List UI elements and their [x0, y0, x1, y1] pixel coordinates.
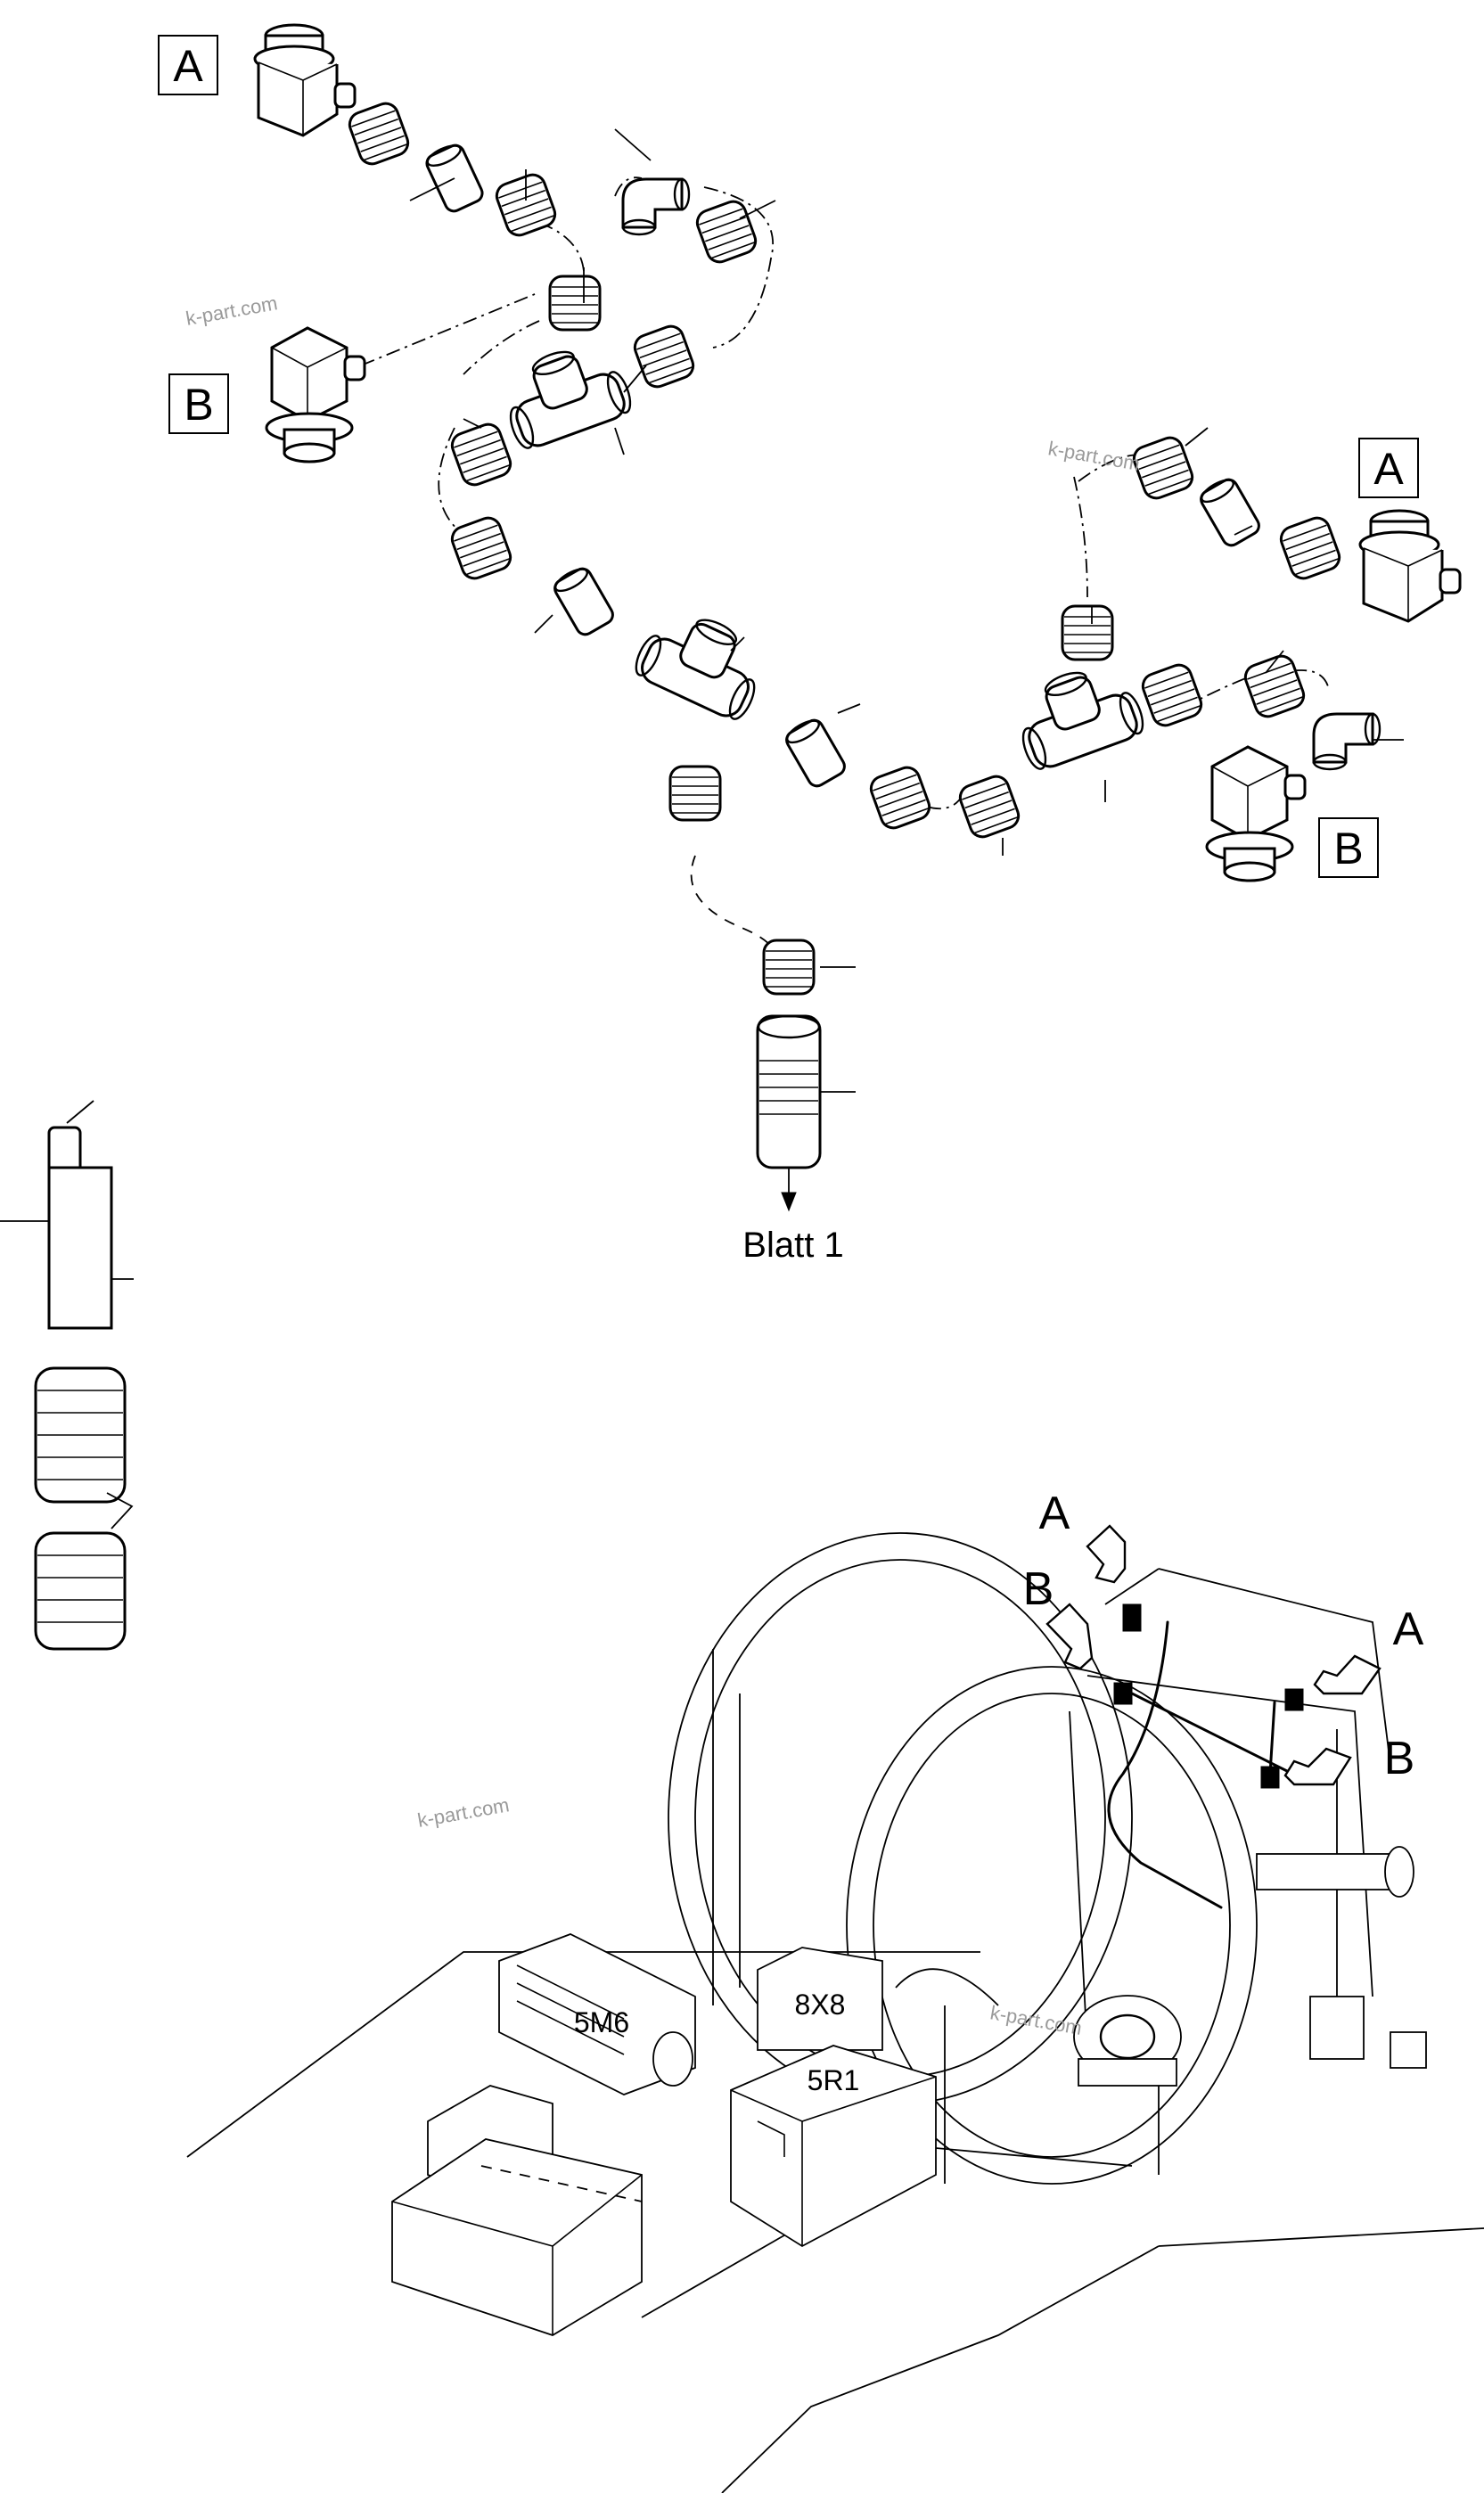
- union-nut: [955, 771, 1024, 842]
- cutting-ring-sleeve: [549, 562, 618, 639]
- union-nut: [447, 513, 516, 584]
- motor-5m6: 5M6: [498, 1933, 696, 2095]
- pressure-sensor-a: [253, 23, 357, 137]
- union-nut: [447, 419, 516, 490]
- svg-text:5M6: 5M6: [574, 2006, 629, 2038]
- callout-b-upper: B: [1023, 1563, 1054, 1615]
- callout-a-upper: A: [1039, 1488, 1070, 1539]
- union-nut: [344, 98, 414, 169]
- union-nut: [1061, 604, 1114, 661]
- union-nut: [1275, 513, 1345, 584]
- leader-lines: [409, 128, 1404, 1093]
- tee-fitting: [492, 332, 637, 455]
- pressure-sensor-b: [265, 326, 366, 463]
- svg-text:5R1: 5R1: [808, 2064, 860, 2096]
- svg-text:A: A: [173, 41, 203, 91]
- watermark: k-part.com: [416, 1793, 512, 1832]
- connector-box-8x8: 8X8: [757, 1947, 883, 2051]
- svg-text:B: B: [1333, 824, 1363, 873]
- callout-a-lower: A: [1393, 1603, 1424, 1655]
- reference-box-b-left: B: [168, 373, 229, 434]
- watermark: k-part.com: [184, 291, 280, 330]
- union-nut: [762, 939, 816, 996]
- pressure-sensor-a: [1358, 509, 1462, 623]
- union-nut: [629, 321, 699, 392]
- watermark: k-part.com: [988, 2001, 1084, 2039]
- protective-spiral-sleeve: [34, 1366, 134, 1651]
- large-tee-fitting: [628, 596, 777, 726]
- pressure-sensor-b: [1205, 745, 1307, 882]
- reference-box-a-right: A: [1358, 438, 1419, 498]
- union-nut: [548, 275, 602, 332]
- winch-assembly-view: 5M6 8X8 5R1: [186, 1488, 1484, 2493]
- union-nut: [668, 765, 722, 822]
- svg-text:B: B: [184, 380, 213, 430]
- union-nut: [692, 196, 761, 267]
- sheet-reference-label: Blatt 1: [742, 1226, 843, 1265]
- reference-box-a-top-left: A: [158, 35, 218, 95]
- tee-fitting: [1004, 653, 1150, 775]
- cutting-ring-sleeve: [1195, 473, 1264, 550]
- control-box-5r1: 5R1: [730, 2045, 937, 2248]
- exploded-fitting-assembly: A B A B Blatt 1: [158, 23, 1462, 1265]
- elbow-fitting: [1312, 712, 1382, 771]
- watermark: k-part.com: [1046, 437, 1142, 475]
- callout-b-lower: B: [1384, 1733, 1415, 1784]
- elbow-fitting: [621, 177, 691, 236]
- equipment-box-left: [391, 2085, 643, 2336]
- svg-text:A: A: [1373, 444, 1404, 494]
- union-nut: [865, 762, 935, 833]
- svg-text:8X8: 8X8: [795, 1989, 846, 2021]
- reference-box-b-right: B: [1318, 817, 1379, 878]
- union-nut: [1137, 660, 1207, 731]
- hose-detail: [0, 1100, 134, 1330]
- straight-adapter: [756, 1014, 822, 1169]
- cutting-ring-sleeve: [422, 139, 487, 216]
- cutting-ring-sleeve: [781, 714, 849, 791]
